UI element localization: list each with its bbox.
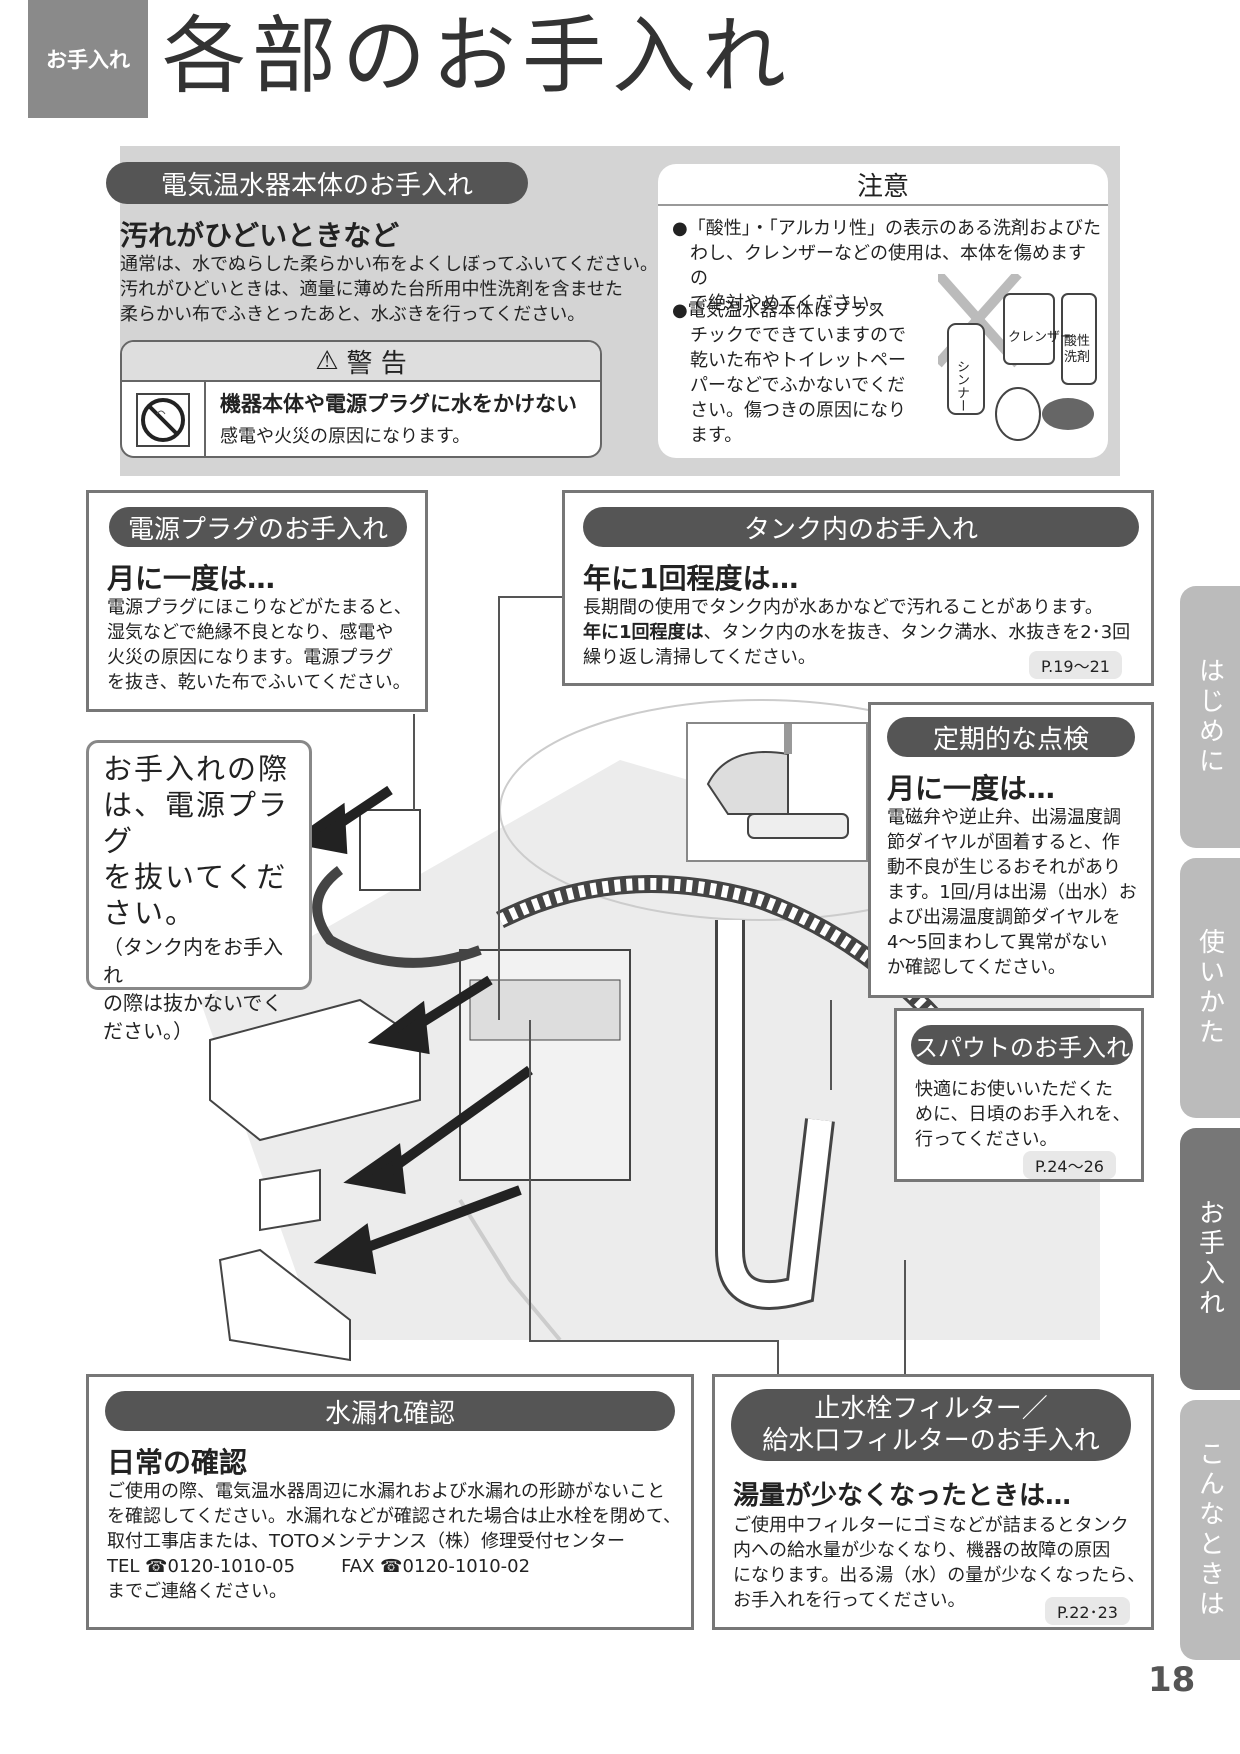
spout-text: 快適にお使いいただくために、日頃のお手入れを、行ってください。 bbox=[915, 1079, 1131, 1150]
plug-text: 電源プラグにほこりなどがたまると、湿気などで絶縁不良となり、感電や火災の原因にな… bbox=[107, 597, 412, 693]
periodic-subtitle: 月に一度は… bbox=[887, 772, 1056, 805]
unplug-sub: （タンク内をお手入れの際は抜かないでください。） bbox=[103, 935, 283, 1043]
page-number: 18 bbox=[1148, 1660, 1196, 1700]
leak-fax: FAX ☎0120-1010-02 bbox=[341, 1556, 531, 1577]
caution-item-1: ●「酸性」・「アルカリ性」の表示のある洗剤およびたわし、クレンザーなどの使用は、… bbox=[672, 218, 1101, 314]
tab-konnatokiwa[interactable]: こんなときは bbox=[1180, 1400, 1240, 1660]
tank-box: タンク内のお手入れ 年に1回程度は… 長期間の使用でタンク内が水あかなどで汚れる… bbox=[562, 490, 1154, 686]
leak-text: ご使用の際、電気温水器周辺に水漏れおよび水漏れの形跡がないことを確認してください… bbox=[107, 1481, 682, 1602]
filter-text: ご使用中フィルターにゴミなどが詰まるとタンク内への給水量が少なくなり、機器の故障… bbox=[733, 1515, 1146, 1611]
main-unit-subtitle: 汚れがひどいときなど bbox=[120, 219, 400, 252]
plug-subtitle: 月に一度は… bbox=[107, 562, 276, 595]
removal-arrows bbox=[300, 785, 533, 1275]
faucet-inset bbox=[686, 722, 868, 862]
tank-page-ref: P.19～21 bbox=[1029, 651, 1122, 679]
leak-tel: TEL ☎0120-1010-05 bbox=[107, 1556, 296, 1577]
unplug-callout: お手入れの際は、電源プラグを抜いてください。 （タンク内をお手入れの際は抜かない… bbox=[86, 740, 312, 1043]
spout-title: スパウトのお手入れ bbox=[911, 1025, 1133, 1065]
tab-hajimeni[interactable]: はじめに bbox=[1180, 586, 1240, 848]
cleaning-products-illustration bbox=[938, 274, 1097, 441]
spout-box: スパウトのお手入れ 快適にお使いいただくために、日頃のお手入れを、行ってください… bbox=[894, 1008, 1144, 1182]
tank-title: タンク内のお手入れ bbox=[583, 507, 1139, 547]
main-unit-title: 電気温水器本体のお手入れ bbox=[106, 162, 528, 204]
filter-box: 止水栓フィルター／給水口フィルターのお手入れ 湯量が少なくなったときは… ご使用… bbox=[712, 1374, 1154, 1630]
warning-triangle-icon: ⚠ bbox=[315, 346, 339, 376]
tab-tsukaikata[interactable]: 使いかた bbox=[1180, 858, 1240, 1118]
warning-main: 機器本体や電源プラグに水をかけない bbox=[220, 392, 577, 416]
thinner-label: シンナー bbox=[954, 360, 969, 412]
caution-item-2: ●電気温水器本体はプラスチックでできていますので乾いた布やトイレットペーパーなど… bbox=[672, 300, 906, 446]
filter-page-ref: P.22･23 bbox=[1045, 1597, 1130, 1625]
section-tag: お手入れ bbox=[28, 0, 148, 118]
caution-box: 注意 ●「酸性」・「アルカリ性」の表示のある洗剤およびたわし、クレンザーなどの使… bbox=[658, 164, 1108, 458]
tank-subtitle: 年に1回程度は… bbox=[583, 562, 799, 595]
plug-box: 電源プラグのお手入れ 月に一度は… 電源プラグにほこりなどがたまると、湿気などで… bbox=[86, 490, 428, 712]
warning-sub: 感電や火災の原因になります。 bbox=[220, 426, 471, 447]
periodic-title: 定期的な点検 bbox=[887, 717, 1135, 757]
spout-page-ref: P.24～26 bbox=[1023, 1151, 1116, 1179]
cleanser-label: クレンザー bbox=[1008, 330, 1074, 345]
acid-label: 酸性洗剤 bbox=[1064, 334, 1091, 365]
filter-subtitle: 湯量が少なくなったときは… bbox=[733, 1481, 1072, 1511]
leak-subtitle: 日常の確認 bbox=[107, 1446, 248, 1479]
periodic-box: 定期的な点検 月に一度は… 電磁弁や逆止弁、出湯温度調節ダイヤルが固着すると、作… bbox=[868, 702, 1154, 998]
leak-title: 水漏れ確認 bbox=[105, 1391, 675, 1431]
periodic-text: 電磁弁や逆止弁、出湯温度調節ダイヤルが固着すると、作動不良が生じるおそれがありま… bbox=[887, 807, 1137, 978]
page-title: 各部のお手入れ bbox=[162, 7, 793, 105]
plug-title: 電源プラグのお手入れ bbox=[109, 507, 407, 547]
tab-oteire[interactable]: お手入れ bbox=[1180, 1128, 1240, 1390]
leak-box: 水漏れ確認 日常の確認 ご使用の際、電気温水器周辺に水漏れおよび水漏れの形跡がな… bbox=[86, 1374, 694, 1630]
filter-title: 止水栓フィルター／給水口フィルターのお手入れ bbox=[731, 1389, 1131, 1461]
main-unit-text: 通常は、水でぬらした柔らかい布をよくしぼってふいてください。汚れがひどいときは、… bbox=[120, 254, 659, 325]
caution-title: 注意 bbox=[658, 164, 1108, 206]
no-water-icon bbox=[122, 382, 206, 456]
tank-text: 長期間の使用でタンク内が水あかなどで汚れることがあります。 年に1回程度は、タン… bbox=[583, 597, 1131, 668]
unplug-main: お手入れの際は、電源プラグを抜いてください。 bbox=[103, 752, 290, 930]
warning-header: ⚠警 告 bbox=[122, 342, 600, 382]
warning-box: ⚠警 告 機器本体や電源プラグに水をかけない 感電や火災の原因になります。 bbox=[120, 340, 602, 458]
